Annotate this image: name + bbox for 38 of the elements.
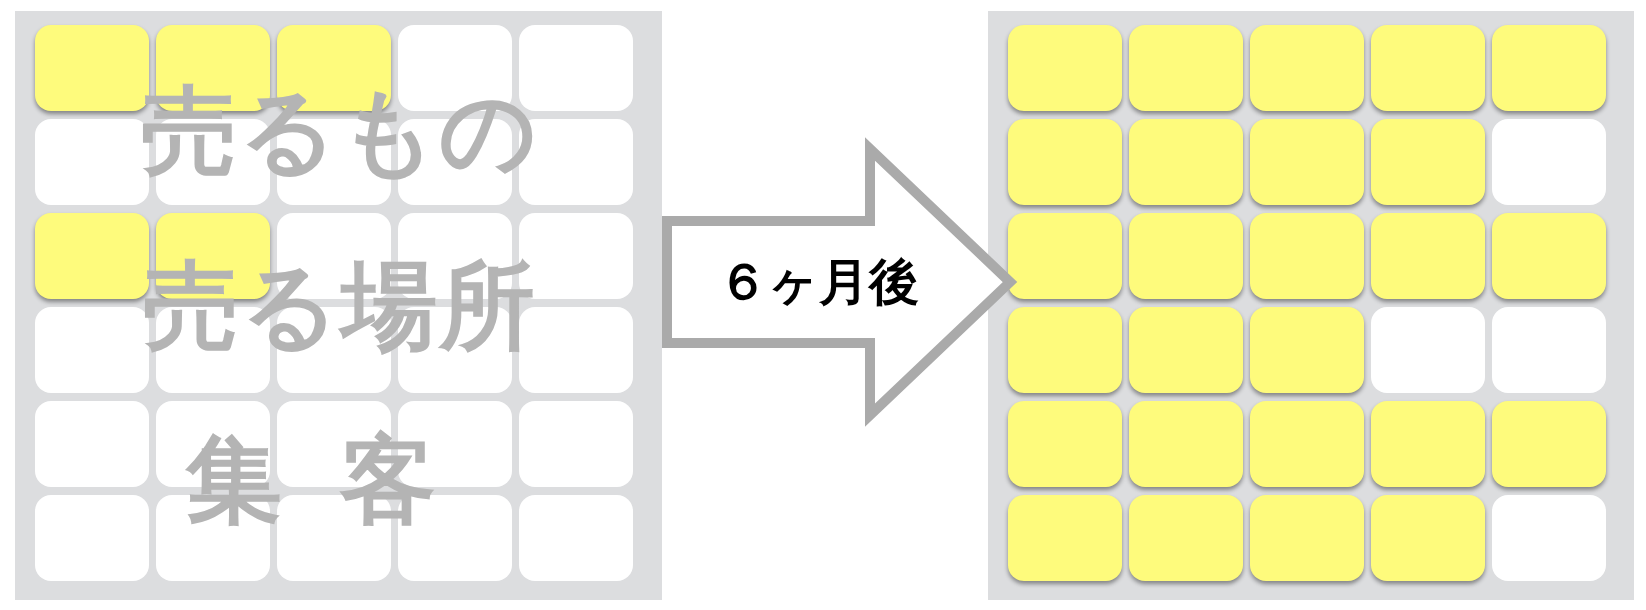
sticky-note [1371, 213, 1485, 299]
sticky-note [1371, 25, 1485, 111]
sticky-note [1371, 495, 1485, 581]
sticky-note [1008, 495, 1122, 581]
empty-card [35, 401, 149, 487]
sticky-note [1250, 495, 1364, 581]
sticky-note [1008, 25, 1122, 111]
grid-panel [988, 11, 1634, 600]
block-arrow [662, 137, 1018, 427]
edge-label: ６ヶ月後 [718, 257, 919, 307]
empty-card [519, 495, 633, 581]
sticky-note [1371, 119, 1485, 205]
empty-card [1492, 307, 1606, 393]
sticky-note [1129, 119, 1243, 205]
sticky-note [1250, 213, 1364, 299]
sticky-note [1129, 495, 1243, 581]
empty-card [1371, 307, 1485, 393]
empty-card [1492, 119, 1606, 205]
sticky-note [1129, 213, 1243, 299]
sticky-note [1492, 213, 1606, 299]
sticky-note [1250, 307, 1364, 393]
sticky-note [1008, 213, 1122, 299]
sticky-note [1371, 401, 1485, 487]
empty-card [1492, 495, 1606, 581]
sticky-note [1129, 401, 1243, 487]
sticky-note [1129, 25, 1243, 111]
sticky-note [1008, 401, 1122, 487]
sticky-note [1492, 401, 1606, 487]
sticky-note [1250, 119, 1364, 205]
empty-card [519, 401, 633, 487]
sticky-note [1129, 307, 1243, 393]
sticky-note [1250, 25, 1364, 111]
empty-card [35, 495, 149, 581]
sticky-note [1008, 119, 1122, 205]
sticky-note [1250, 401, 1364, 487]
sticky-note [1492, 25, 1606, 111]
grid-panel [15, 11, 662, 600]
sticky-note [1008, 307, 1122, 393]
